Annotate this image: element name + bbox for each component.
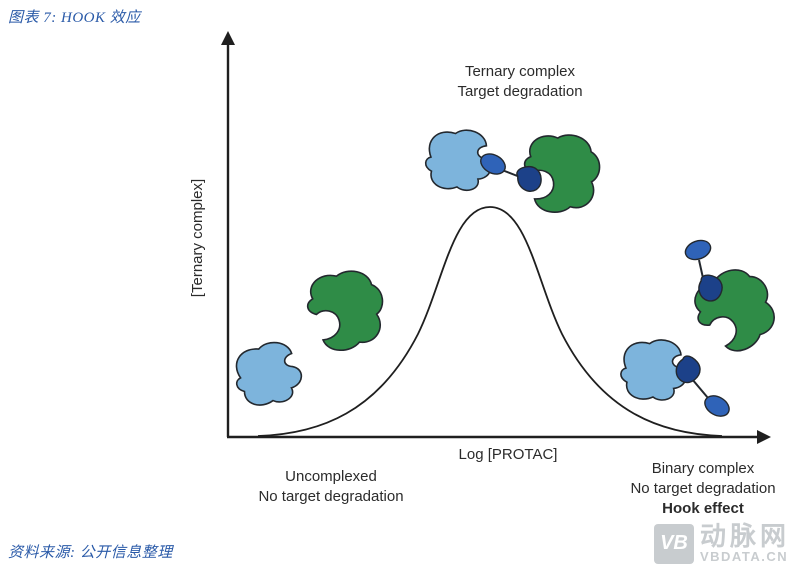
binary-complexes-illustration — [618, 236, 788, 421]
protac-linker — [691, 378, 709, 399]
left-annotation-line1: Uncomplexed — [285, 468, 377, 485]
e3-ligase-blob — [303, 267, 389, 355]
uncomplexed-proteins — [230, 267, 389, 409]
figure-caption: 图表 7: HOOK 效应 — [8, 10, 141, 26]
left-annotation-line2: No target degradation — [258, 488, 403, 505]
watermark-domain: VBDATA.CN — [699, 549, 789, 565]
x-axis-arrow — [757, 430, 771, 444]
watermark-name: 动脉网 — [699, 521, 790, 552]
y-axis-label: [Ternary complex] — [189, 179, 206, 297]
y-axis-arrow — [221, 31, 235, 45]
axes — [221, 31, 771, 444]
right-annotation-line3: Hook effect — [662, 500, 744, 517]
protac-linker — [698, 259, 704, 279]
watermark: VB 动脉网 VBDATA.CN — [653, 521, 790, 565]
source-note: 资料来源: 公开信息整理 — [8, 545, 173, 561]
right-annotation-line2: No target degradation — [630, 480, 775, 497]
peak-annotation-line1: Ternary complex — [465, 63, 576, 80]
protac-ligand — [682, 236, 714, 264]
watermark-text: 动脉网 VBDATA.CN — [699, 521, 790, 565]
right-annotation-line1: Binary complex — [652, 460, 755, 477]
watermark-logo: VB — [653, 523, 694, 564]
ternary-complex-illustration — [422, 125, 602, 216]
peak-annotation-line2: Target degradation — [457, 83, 582, 100]
e3-ligase-blob — [683, 257, 788, 364]
target-protein-blob — [230, 338, 306, 409]
x-axis-label: Log [PROTAC] — [459, 446, 558, 463]
bell-curve — [257, 206, 723, 437]
